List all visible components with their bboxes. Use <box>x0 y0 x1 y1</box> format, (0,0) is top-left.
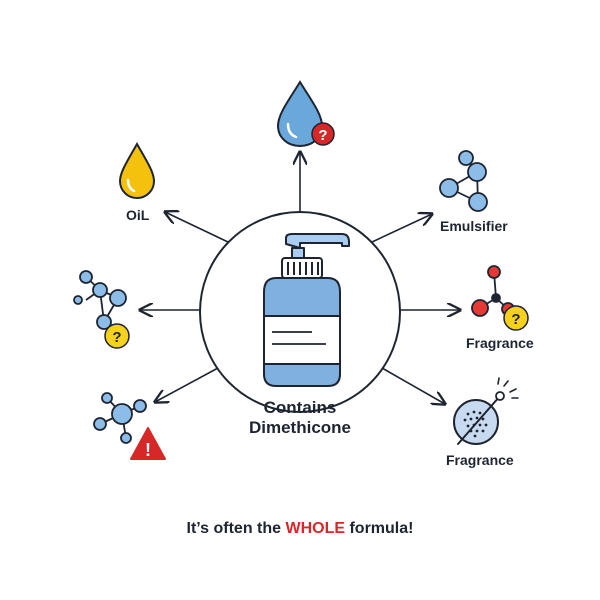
molecule-icon <box>73 270 127 330</box>
label-oil: OiL <box>126 207 150 223</box>
svg-text:!: ! <box>145 440 151 460</box>
center-caption-line1: Contains <box>263 398 337 417</box>
water-drop-icon <box>276 80 324 148</box>
footer-prefix: It’s often the <box>186 520 286 537</box>
arrow-upper-left <box>165 212 229 243</box>
center-caption: Contains Dimethicone <box>200 398 400 438</box>
label-fragrance-right: Fragrance <box>466 335 534 351</box>
footer-tagline: It’s often the WHOLE formula! <box>0 520 600 538</box>
svg-text:?: ? <box>511 311 520 328</box>
footer-highlight: WHOLE <box>285 520 346 537</box>
label-emulsifier: Emulsifier <box>440 218 508 234</box>
label-fragrance-lower-right: Fragrance <box>446 452 514 468</box>
question-badge-icon: ? <box>104 323 130 349</box>
spray-particle-icon <box>453 377 519 445</box>
pump-bottle-icon <box>263 233 350 387</box>
arrows <box>140 152 460 404</box>
center-caption-line2: Dimethicone <box>248 418 352 437</box>
svg-text:?: ? <box>318 127 327 144</box>
question-badge-icon: ? <box>311 122 335 146</box>
oil-drop-icon <box>118 141 156 200</box>
arrow-lower-left <box>155 367 219 402</box>
arrow-upper-right <box>371 214 432 243</box>
molecule-icon <box>439 150 488 212</box>
footer-suffix: formula! <box>345 520 414 537</box>
molecule-icon <box>93 392 147 444</box>
arrow-lower-right <box>381 367 445 404</box>
svg-text:?: ? <box>112 329 121 346</box>
question-badge-icon: ? <box>503 305 529 331</box>
warning-triangle-icon: ! <box>130 427 166 460</box>
